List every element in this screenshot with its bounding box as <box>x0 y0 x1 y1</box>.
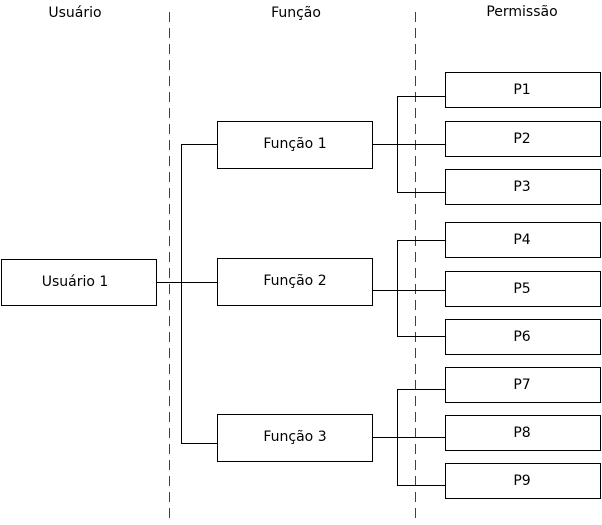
permission-node: P9 <box>445 463 601 499</box>
permission-node: P4 <box>445 222 601 258</box>
permission-box <box>445 463 601 499</box>
permission-node: P3 <box>445 169 601 205</box>
role-label: Função 1 <box>263 136 326 152</box>
user-role-connectors <box>157 144 217 444</box>
permission-label: P2 <box>513 131 530 147</box>
permission-box <box>445 121 601 157</box>
permission-node: P1 <box>445 72 601 108</box>
column-header-user: Usuário <box>48 5 101 21</box>
permission-box <box>445 319 601 355</box>
role-node: Função 1 <box>217 121 373 169</box>
permission-box <box>445 72 601 108</box>
role-box <box>217 414 373 462</box>
permission-label: P6 <box>513 329 530 345</box>
permission-label: P1 <box>513 82 530 98</box>
permission-node: P6 <box>445 319 601 355</box>
role-node: Função 3 <box>217 414 373 462</box>
permission-label: P5 <box>513 281 530 297</box>
role-label: Função 3 <box>263 429 326 445</box>
permission-label: P7 <box>513 377 530 393</box>
permission-box <box>445 222 601 258</box>
permission-node: P5 <box>445 271 601 307</box>
column-header-role: Função <box>271 5 321 21</box>
user-node: Usuário 1 <box>1 259 157 306</box>
permission-box <box>445 367 601 403</box>
user-box <box>1 259 157 306</box>
permission-box <box>445 415 601 451</box>
permission-node: P2 <box>445 121 601 157</box>
permission-box <box>445 271 601 307</box>
permission-node: P8 <box>445 415 601 451</box>
permission-label: P3 <box>513 179 530 195</box>
column-header-permission: Permissão <box>486 4 557 20</box>
role-node: Função 2 <box>217 258 373 306</box>
permission-box <box>445 169 601 205</box>
permission-label: P9 <box>513 473 530 489</box>
role-box <box>217 121 373 169</box>
role-label: Função 2 <box>263 273 326 289</box>
permission-label: P4 <box>513 232 530 248</box>
user-label: Usuário 1 <box>42 274 109 290</box>
role-box <box>217 258 373 306</box>
role-permission-connectors <box>373 96 445 486</box>
permission-node: P7 <box>445 367 601 403</box>
permission-label: P8 <box>513 425 530 441</box>
